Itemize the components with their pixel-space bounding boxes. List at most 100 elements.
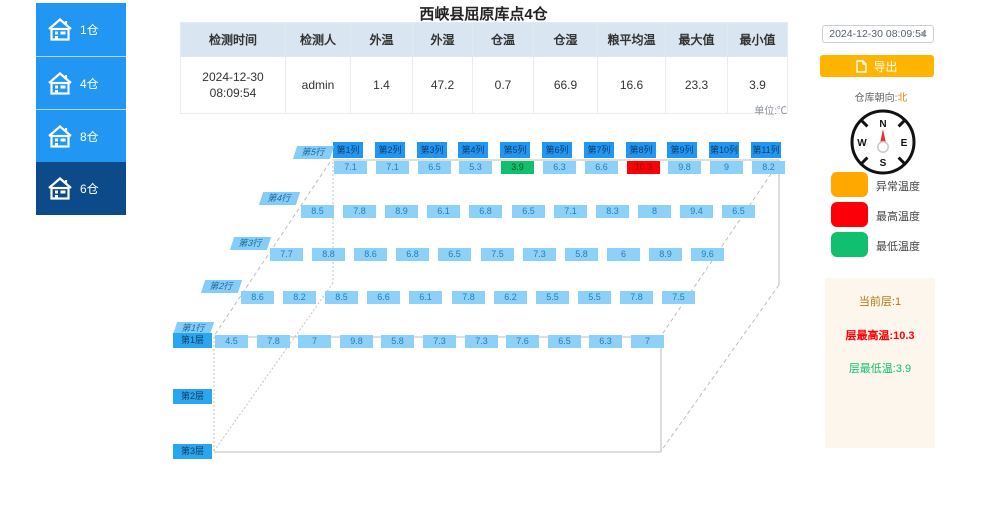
legend-swatch: [831, 232, 868, 257]
row-label: 第5行: [292, 146, 335, 159]
sensor-value[interactable]: 8.5: [325, 291, 358, 304]
sensor-value[interactable]: 6.1: [427, 205, 460, 218]
column-header-badge: 第4列: [458, 142, 488, 158]
table-cell: 47.2: [412, 55, 473, 115]
sensor-value[interactable]: 6.1: [409, 291, 442, 304]
column-header-badge: 第2列: [375, 142, 405, 158]
sensor-value[interactable]: 6: [607, 248, 640, 261]
warehouse-icon: [47, 176, 73, 201]
sensor-value[interactable]: 8.9: [649, 248, 682, 261]
sensor-value[interactable]: 7.5: [662, 291, 695, 304]
layer-max-text: 层最高温:10.3: [845, 330, 915, 342]
layer-tab[interactable]: 第1层: [173, 333, 212, 348]
sensor-value[interactable]: 6.3: [589, 335, 622, 348]
sensor-value[interactable]: 7.3: [523, 248, 556, 261]
column-header-badge: 第10列: [709, 142, 739, 158]
table-col-header: 粮平均温: [597, 22, 666, 57]
sensor-value[interactable]: 5.3: [459, 161, 492, 174]
compass-rose: N E S W: [850, 109, 916, 175]
sensor-value[interactable]: 6.5: [722, 205, 755, 218]
date-select[interactable]: 2024-12-30 08:09:54 ▼: [822, 25, 934, 43]
legend-label: 最高温度: [876, 211, 920, 223]
sensor-value[interactable]: 10.3: [627, 161, 660, 174]
sensor-value[interactable]: 6.3: [543, 161, 576, 174]
sensor-value[interactable]: 7.7: [270, 248, 303, 261]
sensor-value[interactable]: 6.2: [494, 291, 527, 304]
sensor-value[interactable]: 8: [638, 205, 671, 218]
table-col-header: 最大值: [665, 22, 728, 57]
sensor-value[interactable]: 4.5: [215, 335, 248, 348]
sensor-value[interactable]: 9.8: [340, 335, 373, 348]
sensor-value[interactable]: 6.5: [438, 248, 471, 261]
sensor-value[interactable]: 9: [710, 161, 743, 174]
row-label: 第4行: [258, 192, 301, 205]
sensor-value[interactable]: 7.1: [376, 161, 409, 174]
sensor-value[interactable]: 8.9: [385, 205, 418, 218]
sensor-value[interactable]: 6.6: [585, 161, 618, 174]
column-header-badge: 第9列: [667, 142, 697, 158]
table-col-header: 外湿: [412, 22, 473, 57]
export-button[interactable]: 导出: [820, 55, 934, 77]
chevron-down-icon: ▼: [919, 29, 928, 39]
sensor-value[interactable]: 9.4: [680, 205, 713, 218]
compass-west-label: W: [857, 138, 867, 149]
sidebar-item-1仓[interactable]: 1仓: [36, 3, 126, 56]
sidebar-item-6仓[interactable]: 6仓: [36, 162, 126, 215]
sensor-value[interactable]: 7.8: [343, 205, 376, 218]
sensor-value[interactable]: 7.6: [506, 335, 539, 348]
sensor-value[interactable]: 9.6: [691, 248, 724, 261]
layer-tab[interactable]: 第3层: [173, 444, 212, 459]
sidebar-item-8仓[interactable]: 8仓: [36, 109, 126, 162]
sensor-value[interactable]: 7.8: [452, 291, 485, 304]
table-cell: 1.4: [350, 55, 413, 115]
sensor-value[interactable]: 6.5: [512, 205, 545, 218]
sensor-value[interactable]: 6.8: [396, 248, 429, 261]
sensor-value[interactable]: 7.3: [423, 335, 456, 348]
compass-east-label: E: [901, 138, 908, 149]
sensor-value[interactable]: 6.5: [548, 335, 581, 348]
sensor-value[interactable]: 7.1: [554, 205, 587, 218]
sensor-value[interactable]: 8.6: [241, 291, 274, 304]
warehouse-orientation: 仓库朝向:北: [854, 93, 908, 104]
layer-tab[interactable]: 第2层: [173, 389, 212, 404]
sensor-value[interactable]: 6.6: [367, 291, 400, 304]
legend-swatch: [831, 202, 868, 227]
layer-info-panel: 当前层:1 层最高温:10.3 层最低温:3.9: [825, 278, 935, 448]
sensor-value[interactable]: 7.3: [465, 335, 498, 348]
sensor-value[interactable]: 5.5: [536, 291, 569, 304]
sidebar-item-label: 6仓: [80, 182, 99, 196]
sensor-value[interactable]: 8.5: [301, 205, 334, 218]
sensor-value[interactable]: 8.3: [596, 205, 629, 218]
row-label: 第3行: [229, 237, 272, 250]
sidebar-item-4仓[interactable]: 4仓: [36, 56, 126, 109]
sensor-value[interactable]: 8.8: [312, 248, 345, 261]
sidebar-item-label: 1仓: [80, 23, 99, 37]
compass-north-label: N: [879, 119, 886, 130]
table-cell: 2024-12-30 08:09:54: [180, 55, 286, 115]
sensor-value[interactable]: 7: [298, 335, 331, 348]
sensor-value[interactable]: 8.6: [354, 248, 387, 261]
sensor-value[interactable]: 6.5: [418, 161, 451, 174]
sensor-value[interactable]: 5.8: [381, 335, 414, 348]
table-cell: 23.3: [665, 55, 728, 115]
sensor-value[interactable]: 3.9: [501, 161, 534, 174]
sensor-value[interactable]: 8.2: [283, 291, 316, 304]
sensor-value[interactable]: 7.1: [334, 161, 367, 174]
sensor-value[interactable]: 7.8: [257, 335, 290, 348]
sensor-value[interactable]: 5.8: [565, 248, 598, 261]
orientation-value: 北: [897, 93, 908, 104]
layer-min-text: 层最低温:3.9: [848, 363, 912, 375]
sensor-value[interactable]: 6.8: [469, 205, 502, 218]
sensor-value[interactable]: 7: [631, 335, 664, 348]
sensor-value[interactable]: 7.8: [620, 291, 653, 304]
warehouse-icon: [47, 124, 73, 149]
sidebar-item-label: 8仓: [80, 129, 99, 144]
sensor-value[interactable]: 7.5: [481, 248, 514, 261]
warehouse-icon: [47, 17, 73, 42]
sensor-value[interactable]: 8.2: [752, 161, 785, 174]
sensor-value[interactable]: 5.5: [578, 291, 611, 304]
column-header-badge: 第1列: [333, 142, 363, 158]
column-header-badge: 第3列: [417, 142, 447, 158]
sensor-value[interactable]: 9.8: [668, 161, 701, 174]
